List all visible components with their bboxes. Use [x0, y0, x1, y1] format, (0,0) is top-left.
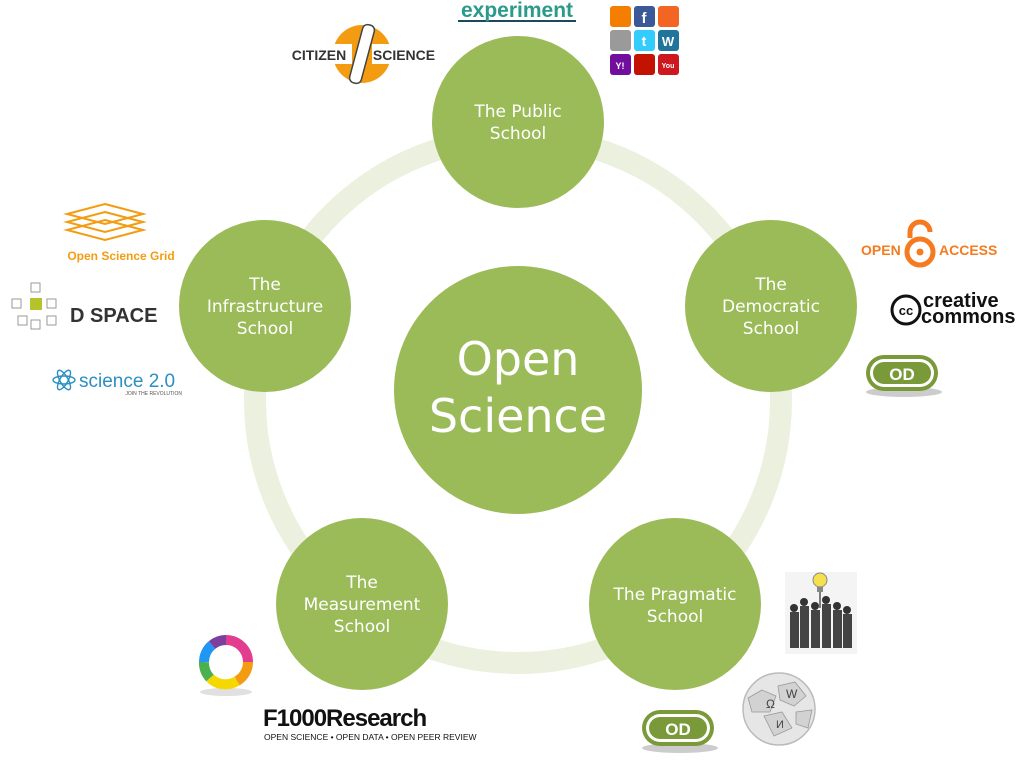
node-label-line: Infrastructure — [207, 297, 323, 317]
yahoo-icon — [610, 54, 631, 75]
dspace-logo: D SPACE — [11, 282, 157, 330]
experiment-wordmark: experiment — [461, 0, 573, 22]
yahoo-glyph: Y! — [616, 61, 625, 71]
od-logo-right: OD — [866, 355, 942, 397]
od-logo-bottom: OD — [642, 710, 718, 753]
node-measurement-school: The Measurement School — [276, 518, 448, 690]
creative-commons-line1: creative — [923, 290, 999, 312]
citizen-science-left-text: CITIZEN — [292, 47, 346, 63]
center-label-line2: Science — [429, 389, 607, 443]
rss-icon — [658, 6, 679, 27]
node-infrastructure-school: The Infrastructure School — [179, 220, 351, 392]
node-label-line: Measurement — [304, 595, 421, 615]
facebook-glyph: f — [642, 10, 648, 27]
wikipedia-globe-logo: Ω W И — [742, 672, 816, 746]
open-access-right-text: ACCESS — [939, 242, 997, 258]
node-label-line: The Pragmatic — [613, 585, 737, 605]
center-node: Open Science — [394, 266, 642, 514]
od-text: OD — [665, 720, 691, 739]
wikipedia-glyph: W — [786, 687, 798, 701]
wordpress-glyph: W — [662, 34, 675, 49]
od-text: OD — [889, 365, 915, 384]
node-label-line: The Public — [473, 102, 561, 122]
node-pragmatic-school: The Pragmatic School — [589, 518, 761, 690]
node-label-line: School — [334, 617, 390, 637]
open-science-grid-text: Open Science Grid — [67, 249, 174, 263]
node-label-line: School — [647, 607, 703, 627]
youtube-glyph: You — [662, 63, 675, 70]
wikipedia-glyph: Ω — [766, 697, 775, 711]
node-label-line: The — [248, 275, 281, 295]
citizen-science-right-text: SCIENCE — [373, 47, 435, 63]
social-icons-grid: f t W Y! You — [610, 6, 679, 75]
wordpress-icon — [658, 30, 679, 51]
open-science-grid-logo: Open Science Grid — [63, 202, 175, 263]
node-label-line: The — [345, 573, 378, 593]
node-label-line: School — [237, 319, 293, 339]
facebook-icon — [634, 6, 655, 27]
open-access-left-text: OPEN — [861, 242, 901, 258]
cc-glyph: cc — [899, 303, 913, 318]
node-label-line: The — [754, 275, 787, 295]
science20-text: science 2.0 — [79, 371, 175, 392]
smiley-icon — [610, 30, 631, 51]
creative-commons-line2: commons — [921, 306, 1015, 328]
center-label-line1: Open — [457, 332, 580, 386]
twitter-icon — [634, 30, 655, 51]
science20-logo: science 2.0 JOIN THE REVOLUTION — [52, 369, 182, 397]
node-label-line: School — [490, 124, 546, 144]
experiment-logo: experiment — [458, 0, 576, 22]
citizen-science-logo: CITIZEN SCIENCE — [284, 23, 442, 85]
node-label-line: School — [743, 319, 799, 339]
science20-tagline: JOIN THE REVOLUTION — [125, 391, 182, 397]
f1000research-logo: F1000Research OPEN SCIENCE • OPEN DATA •… — [263, 705, 477, 742]
altmetric-ring-logo — [198, 634, 253, 696]
node-label-line: Democratic — [722, 297, 820, 317]
lightbulb-crowd-image — [785, 572, 857, 654]
blogger-icon — [610, 6, 631, 27]
creative-commons-logo: cc creative commons — [890, 290, 1015, 328]
f1000-tagline: OPEN SCIENCE • OPEN DATA • OPEN PEER REV… — [264, 732, 477, 742]
dspace-text: D SPACE — [70, 305, 157, 327]
f1000-wordmark: F1000Research — [263, 705, 426, 732]
node-democratic-school: The Democratic School — [685, 220, 857, 392]
wikipedia-glyph: И — [776, 719, 784, 731]
youtube-icon — [658, 54, 679, 75]
open-access-logo: OPEN ACCESS — [861, 219, 997, 268]
node-public-school: The Public School — [432, 36, 604, 208]
twitter-glyph: t — [642, 33, 647, 49]
yelp-icon — [634, 54, 655, 75]
